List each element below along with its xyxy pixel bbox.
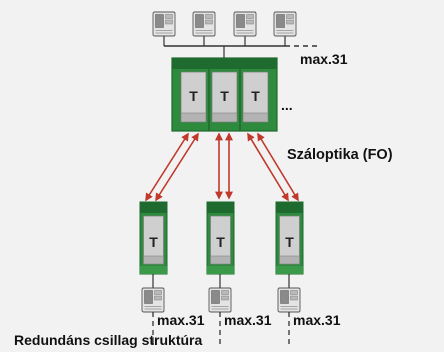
central-module-2 <box>211 71 238 123</box>
bottom-dashed-lines <box>152 312 290 348</box>
bottom-terminal-2 <box>208 287 232 313</box>
central-module-group: T T T <box>171 57 278 132</box>
bottom-max-label-2: max.31 <box>224 312 272 328</box>
fiber-arrow-icon <box>247 132 289 202</box>
central-t-letter-2: T <box>220 88 229 104</box>
central-t-letter-1: T <box>189 88 198 104</box>
top-terminal-4 <box>273 11 297 37</box>
top-bus <box>163 36 320 58</box>
bottom-t-letter-2: T <box>216 234 225 250</box>
bottom-t-letter-3: T <box>285 234 294 250</box>
bottom-max-label-3: max.31 <box>293 312 341 328</box>
fiber-arrow-icon <box>257 132 299 202</box>
fiber-arrow-icon <box>145 132 189 202</box>
top-terminal-3 <box>233 11 257 37</box>
diagram-caption: Redundáns csillag struktúra <box>14 332 202 348</box>
module-terminal-links <box>152 274 290 288</box>
central-t-letter-3: T <box>251 88 260 104</box>
top-max-label: max.31 <box>300 51 348 67</box>
bottom-t-letter-1: T <box>149 234 158 250</box>
bottom-max-label-1: max.31 <box>157 312 205 328</box>
central-module-1 <box>180 71 207 123</box>
fiber-optic-label: Száloptika (FO) <box>287 147 393 163</box>
fiber-arrows <box>145 132 299 202</box>
top-terminal-2 <box>192 11 216 37</box>
more-modules-ellipsis: ... <box>281 97 293 113</box>
bottom-terminal-3 <box>277 287 301 313</box>
bottom-terminal-1 <box>141 287 165 313</box>
top-terminal-1 <box>152 11 176 37</box>
fiber-arrow-icon <box>155 132 199 202</box>
central-module-3 <box>242 71 269 123</box>
